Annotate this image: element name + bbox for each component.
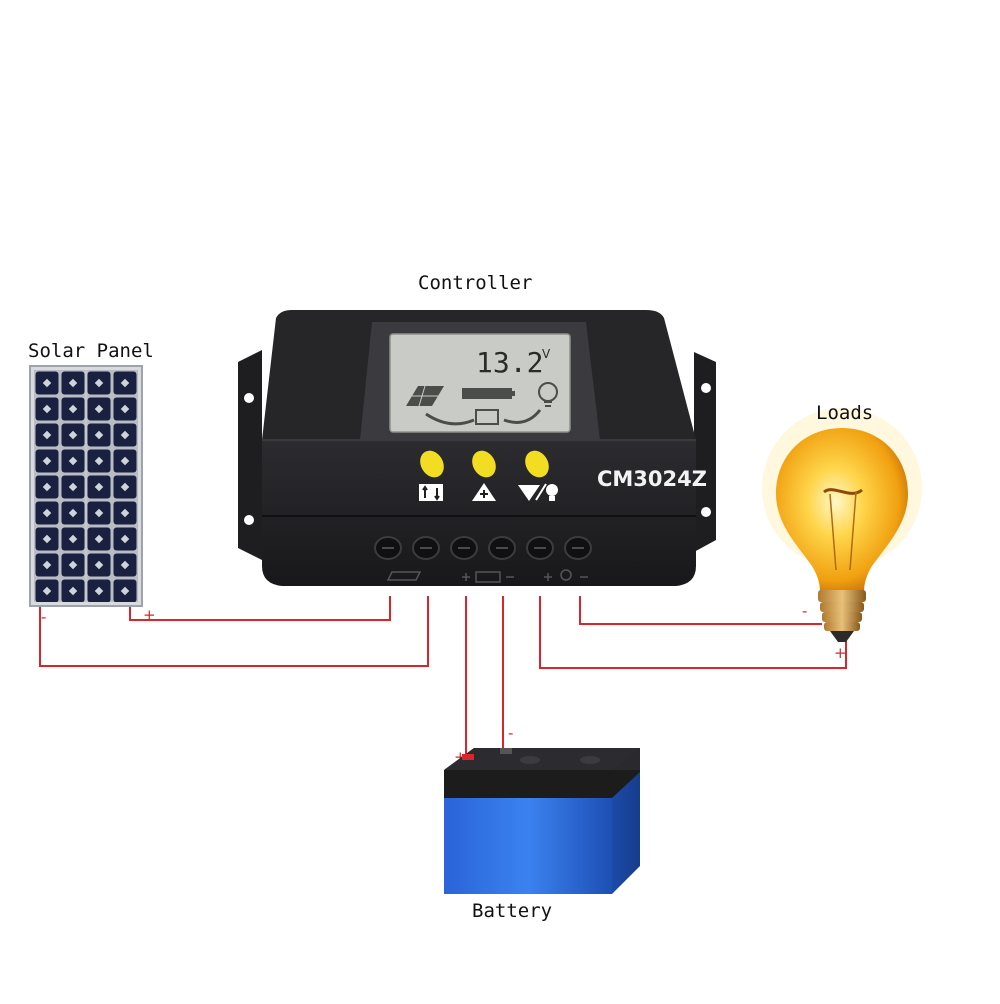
mounting-ear-left (238, 350, 262, 560)
light-bulb-icon (762, 408, 922, 642)
lcd-voltage: 13.2 (476, 346, 543, 379)
battery-label: Battery (472, 900, 553, 922)
polarity-marks: - + + - - + (41, 602, 847, 766)
lcd-flow-arrow (425, 412, 475, 426)
wire-solar-positive (129, 596, 391, 621)
battery-minus-mark: - (508, 724, 513, 742)
battery-icon (444, 748, 640, 894)
load-terminal-icon (544, 573, 588, 581)
lcd-solar-icon (406, 385, 444, 407)
controller-label: Controller (418, 272, 533, 294)
solar-panel-icon (29, 365, 143, 607)
load-minus-mark: - (802, 602, 807, 620)
wire-load-negative (579, 596, 822, 625)
lcd-battery-icon (475, 409, 499, 425)
solar-plus-mark: + (143, 606, 156, 624)
terminal-block (374, 536, 592, 560)
solar-minus-mark: - (41, 608, 46, 626)
charge-controller: 13.2 V (238, 310, 716, 586)
loads-label: Loads (816, 402, 874, 424)
plus-button[interactable] (467, 446, 500, 481)
wire-load-positive (539, 596, 847, 669)
lcd-flow-arrow-right (503, 409, 542, 424)
bulb-terminal-icon (560, 569, 572, 581)
battery-terminal-icon (462, 571, 514, 583)
solar-panel-label: Solar Panel (28, 340, 154, 362)
menu-switch-icon (419, 484, 443, 501)
lcd-battery-level-icon (462, 388, 515, 399)
plus-up-icon (472, 483, 496, 501)
lcd-unit: V (542, 347, 551, 361)
wiring (39, 596, 847, 770)
lcd-screen (389, 333, 571, 433)
minus-load-icon (518, 483, 558, 501)
minus-load-button[interactable] (520, 446, 553, 481)
solar-terminal-icon (386, 571, 422, 581)
mounting-ear-right (694, 352, 716, 552)
model-label: CM3024Z (597, 467, 707, 491)
terminal-legend (386, 569, 588, 583)
load-plus-mark: + (834, 644, 847, 662)
menu-button[interactable] (415, 446, 448, 481)
wire-solar-negative (39, 596, 429, 667)
lcd-bulb-icon (538, 382, 558, 407)
